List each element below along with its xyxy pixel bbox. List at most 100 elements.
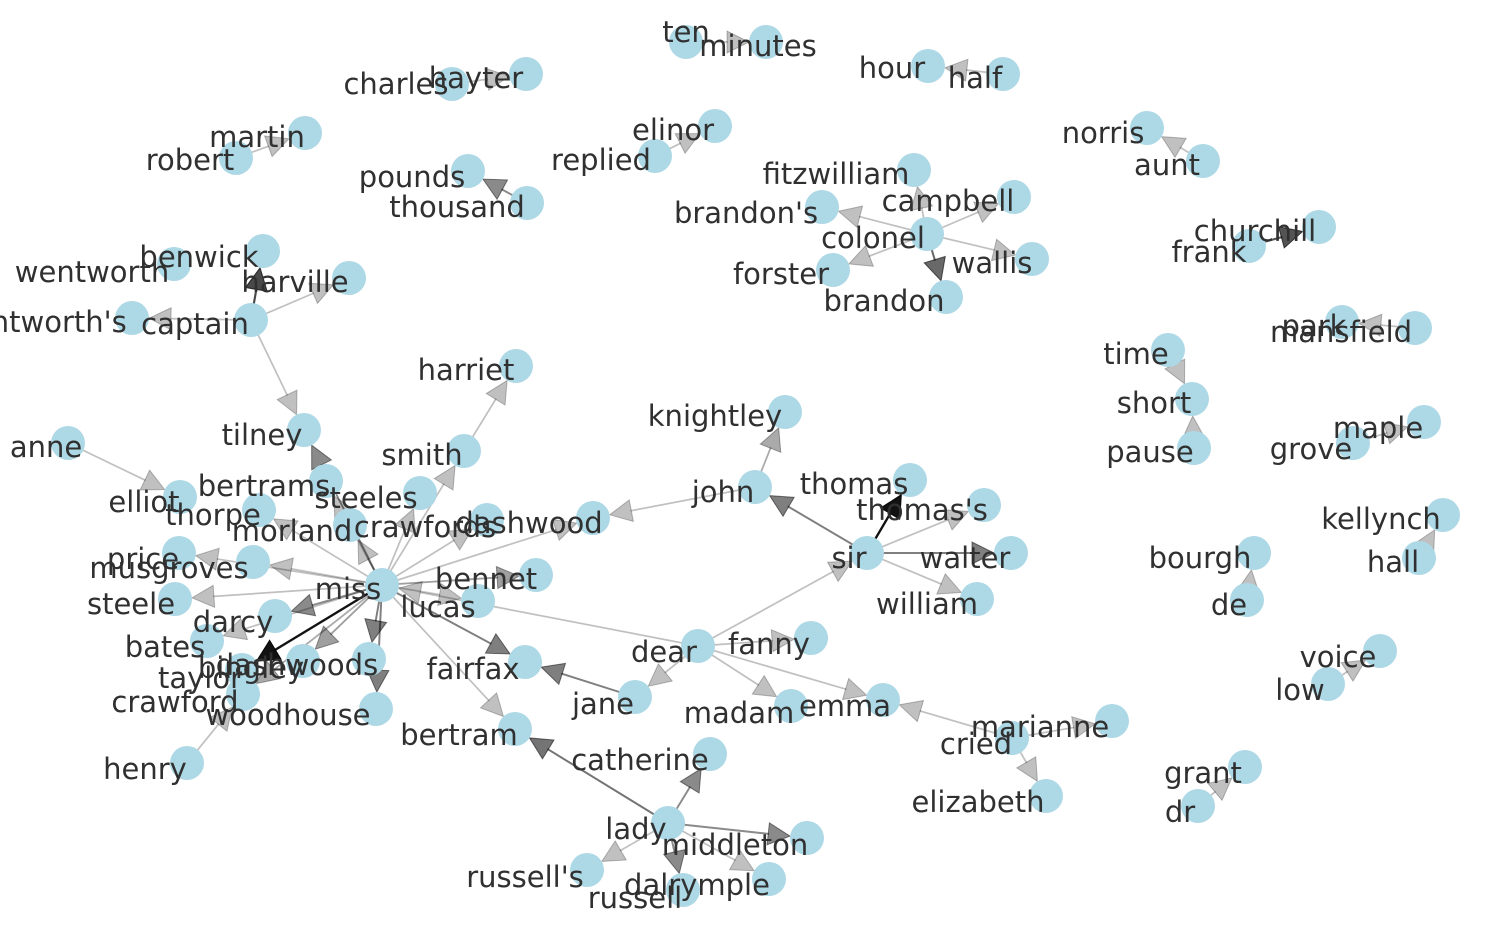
edge-arrowhead xyxy=(147,306,172,331)
node-mansfield xyxy=(1398,311,1432,345)
edge-miss-to-bertram xyxy=(381,584,505,718)
edge-arrowhead xyxy=(276,389,298,416)
edge-arrowhead xyxy=(263,135,291,158)
edge-arrowhead xyxy=(879,493,902,521)
node-label-short: short xyxy=(1117,386,1192,420)
edge-arrowhead xyxy=(481,178,509,201)
edge-arrowhead xyxy=(759,426,782,454)
node-label-grant: grant xyxy=(1164,756,1242,790)
edge-arrowhead xyxy=(190,584,216,609)
edge-arrowhead xyxy=(314,625,340,650)
node-label-pounds: pounds xyxy=(359,160,465,194)
node-russell-s xyxy=(570,853,604,887)
node-label-robert: robert xyxy=(146,143,235,177)
node-label-hall: hall xyxy=(1367,545,1419,579)
node-label-maple: maple xyxy=(1333,411,1423,445)
edge-arrowhead xyxy=(768,495,796,518)
node-label-minutes: minutes xyxy=(699,29,816,63)
node-label-dashwood: dashwood xyxy=(455,506,602,540)
node-label-elinor: elinor xyxy=(632,113,714,147)
edge-colonel-to-brandon-s xyxy=(837,205,928,235)
edge-arrowhead xyxy=(898,699,925,723)
nodes-layer xyxy=(51,25,1460,907)
node-tilney xyxy=(287,413,321,447)
edge-line xyxy=(381,584,492,645)
node-label-tilney: tilney xyxy=(222,418,303,452)
node-lucas xyxy=(461,584,495,618)
node-label-henry: henry xyxy=(103,752,187,786)
edge-arrowhead xyxy=(847,244,875,267)
edge-arrowhead xyxy=(990,238,1017,262)
node-label-replied: replied xyxy=(551,143,651,177)
edge-line xyxy=(697,645,847,690)
node-label-aunt: aunt xyxy=(1134,148,1200,182)
node-norris xyxy=(1130,111,1164,145)
edge-arrowhead xyxy=(194,547,220,571)
edge-arrowhead xyxy=(208,706,233,733)
node-label-madam: madam xyxy=(684,696,794,730)
edge-arrowhead xyxy=(394,507,416,535)
node-label-smith: smith xyxy=(381,438,462,472)
node-low xyxy=(1311,667,1345,701)
edge-arrowhead xyxy=(728,849,756,872)
node-label-time: time xyxy=(1103,337,1169,371)
edge-miss-to-thorpe xyxy=(272,518,383,586)
node-label-dalrymple: dalrymple xyxy=(624,868,770,902)
node-label-fanny: fanny xyxy=(728,627,810,661)
node-label-thomas-s: thomas's xyxy=(856,493,988,527)
edge-arrowhead xyxy=(357,539,380,566)
node-label-musgroves: musgroves xyxy=(89,551,248,585)
node-label-hayter: hayter xyxy=(429,61,524,95)
node-label-fitzwilliam: fitzwilliam xyxy=(763,157,910,191)
node-russell xyxy=(666,873,700,907)
node-label-low: low xyxy=(1275,673,1325,707)
edge-arrowhead xyxy=(766,822,792,846)
node-label-miss: miss xyxy=(315,572,382,606)
node-de xyxy=(1230,583,1264,617)
node-emma xyxy=(866,683,900,717)
node-label-thomas: thomas xyxy=(800,467,909,501)
node-walter xyxy=(994,536,1028,570)
edge-arrowhead xyxy=(1382,421,1409,445)
node-martin xyxy=(288,116,322,150)
node-label-colonel: colonel xyxy=(821,221,925,255)
node-colonel xyxy=(910,217,944,251)
node-label-lucas: lucas xyxy=(400,590,475,624)
node-grove xyxy=(1336,426,1370,460)
node-label-crawfords: crawfords xyxy=(354,510,496,544)
edge-arrowhead xyxy=(485,67,511,91)
edge-arrowhead xyxy=(726,30,751,54)
edge-arrowhead xyxy=(479,691,505,718)
node-harville xyxy=(332,261,366,295)
node-label-brandon-s: brandon's xyxy=(674,196,818,230)
node-label-voice: voice xyxy=(1300,640,1377,674)
node-john xyxy=(738,470,772,504)
node-thomas xyxy=(893,463,927,497)
node-smith xyxy=(447,434,481,468)
node-brandon-s xyxy=(805,190,839,224)
edge-line xyxy=(547,748,669,824)
node-wentworth xyxy=(157,247,191,281)
edge-arrowhead xyxy=(1071,715,1097,740)
node-label-bennet: bennet xyxy=(435,562,537,596)
node-grant xyxy=(1228,750,1262,784)
node-cried xyxy=(995,721,1029,755)
edge-miss-to-steele xyxy=(190,584,383,609)
node-elizabeth xyxy=(1029,779,1063,813)
node-pause xyxy=(1177,431,1211,465)
edge-arrowhead xyxy=(290,593,317,617)
node-morland xyxy=(333,508,367,542)
node-price xyxy=(162,536,196,570)
node-label-darcy: darcy xyxy=(193,605,274,639)
node-robert xyxy=(219,141,253,175)
node-hall xyxy=(1402,541,1436,575)
edge-arrowhead xyxy=(495,565,521,590)
edge-arrowhead xyxy=(910,185,934,212)
node-label-wentworth-s: wentworth's xyxy=(0,305,127,339)
edge-arrowhead xyxy=(437,582,463,607)
node-darcy xyxy=(258,599,292,633)
edge-grove-to-maple xyxy=(1352,421,1409,445)
node-label-jane: jane xyxy=(571,687,634,721)
edge-arrowhead xyxy=(255,660,282,685)
node-thomas-s xyxy=(967,488,1001,522)
